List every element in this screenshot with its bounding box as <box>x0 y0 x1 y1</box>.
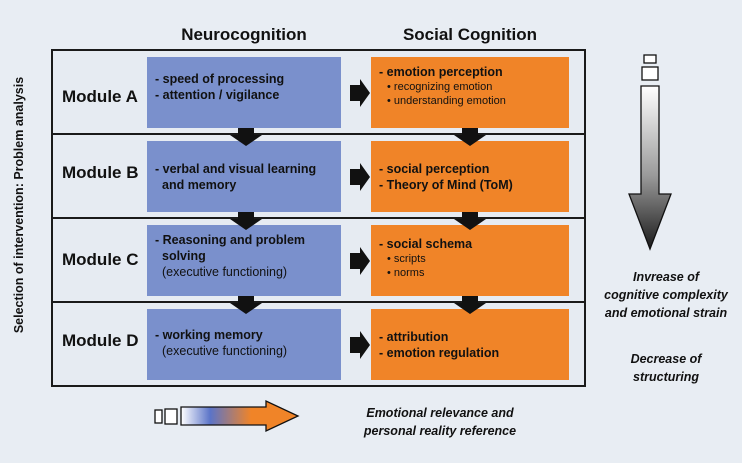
module-b-label: Module B <box>62 163 139 182</box>
module-b-neuro-box: - verbal and visual learning and memory <box>147 141 341 212</box>
neuro-line: and memory <box>162 178 237 192</box>
vertical-arrows <box>230 128 486 314</box>
arrow-c <box>350 247 370 275</box>
module-c-social-box: - social schema • scripts • norms <box>371 225 569 296</box>
neuro-line: - working memory <box>155 328 263 342</box>
module-a-neuro-box: - speed of processing - attention / vigil… <box>147 57 341 128</box>
social-line: - Theory of Mind (ToM) <box>379 178 513 192</box>
arrow-b <box>350 163 370 191</box>
neuro-line: - verbal and visual learning <box>155 162 317 176</box>
neuro-line: - attention / vigilance <box>155 88 280 102</box>
social-line: • understanding emotion <box>387 95 506 107</box>
module-c-neuro-box: - Reasoning and problem solving (executive… <box>147 225 341 296</box>
module-a-social-box: - emotion perception • recognizing emotio… <box>371 57 569 128</box>
arrow-d <box>350 331 370 359</box>
neuro-line: - Reasoning and problem <box>155 233 306 247</box>
relevance-arrow <box>154 399 300 433</box>
social-line: - social schema <box>379 237 473 251</box>
module-c-label: Module C <box>62 250 139 269</box>
neuro-line: - speed of processing <box>155 72 285 86</box>
social-line: • recognizing emotion <box>387 81 493 93</box>
social-line: - attribution <box>379 330 449 344</box>
neuro-line: (executive functioning) <box>162 265 288 279</box>
neuro-line: (executive functioning) <box>162 344 288 358</box>
social-line: - emotion perception <box>379 65 503 79</box>
social-line: - social perception <box>379 162 490 176</box>
horizontal-arrows <box>350 79 370 359</box>
module-d-social-box: - attribution - emotion regulation <box>371 309 569 380</box>
social-line: - emotion regulation <box>379 346 500 360</box>
social-line: • norms <box>387 267 425 279</box>
complexity-arrow <box>628 54 672 251</box>
module-a-label: Module A <box>62 87 138 106</box>
module-b-social-box: - social perception - Theory of Mind (ToM… <box>371 141 569 212</box>
neurocognition-header: Neurocognition <box>181 25 307 44</box>
module-d-neuro-box: - working memory (executive functioning) <box>147 309 341 380</box>
neuro-line: solving <box>162 249 206 263</box>
social-cognition-header: Social Cognition <box>402 25 538 44</box>
social-line: • scripts <box>387 253 426 265</box>
arrow-a <box>350 79 370 107</box>
module-d-label: Module D <box>62 331 139 350</box>
